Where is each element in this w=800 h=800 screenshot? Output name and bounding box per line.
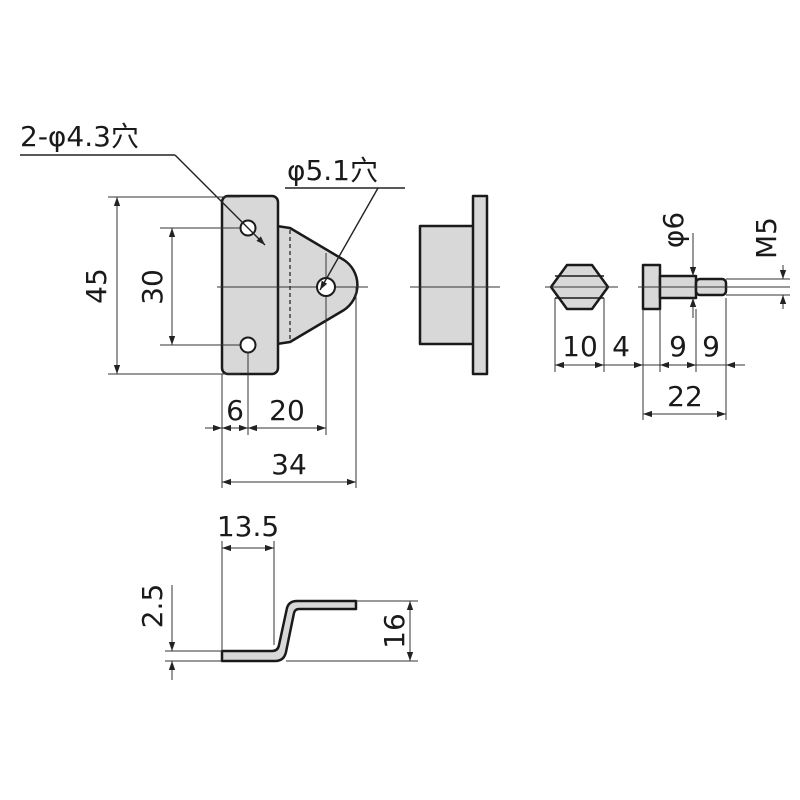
- label-pin-dia: φ6: [657, 212, 690, 248]
- small-hole-bottom: [239, 336, 257, 354]
- pin-view: [604, 233, 790, 420]
- label-side-135: 13.5: [217, 510, 279, 543]
- label-pin-9b: 9: [702, 330, 720, 363]
- label-width-34: 34: [271, 448, 307, 481]
- label-hole-large: φ5.1穴: [287, 154, 378, 187]
- label-hex-10: 10: [562, 330, 598, 363]
- label-width-6: 6: [226, 394, 244, 427]
- label-holes-small: 2-φ4.3穴: [20, 120, 139, 153]
- dimension-labels: 2-φ4.3穴 φ5.1穴 45 30 6 20 34 10 4 9 9 22 …: [20, 120, 783, 649]
- hole-leaders: [20, 154, 405, 291]
- bracket-tab: [268, 223, 359, 347]
- label-pin-4: 4: [612, 330, 630, 363]
- label-height-30: 30: [136, 269, 169, 305]
- front-view-dimensions: [108, 196, 357, 488]
- label-side-25: 2.5: [136, 584, 169, 629]
- label-side-16: 16: [378, 613, 411, 649]
- label-thread: M5: [750, 217, 783, 259]
- bracket-front-view: [217, 194, 368, 376]
- label-pin-22: 22: [667, 380, 703, 413]
- label-height-45: 45: [80, 268, 113, 304]
- label-width-20: 20: [269, 394, 305, 427]
- bracket-profile-view: [165, 541, 418, 680]
- label-pin-9a: 9: [669, 330, 687, 363]
- hex-nut-view: [545, 263, 618, 372]
- bracket-side-view: [410, 194, 500, 376]
